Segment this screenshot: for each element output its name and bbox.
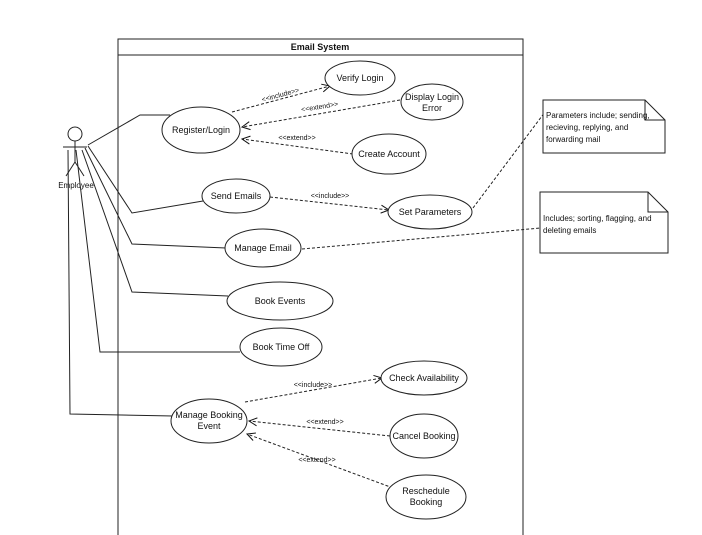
- note-line: recieving, replying, and: [546, 123, 628, 132]
- note-parameters: Parameters include; sending, recieving, …: [542, 99, 666, 154]
- use-case-display-login-error[interactable]: Display Login Error: [400, 83, 464, 121]
- use-case-label-line1: Display Login: [405, 92, 459, 102]
- actor-name: Employee: [58, 181, 94, 190]
- note-link-parameters: [472, 111, 546, 209]
- note-line: Includes; sorting, flagging, and: [543, 214, 652, 223]
- label-extend-create: <<extend>>: [278, 135, 315, 142]
- system-title: Email System: [291, 42, 350, 52]
- label-include-check: <<include>>: [294, 382, 333, 389]
- label-include-params: <<include>>: [311, 193, 350, 200]
- dependencies: [231, 86, 546, 489]
- assoc-manage-booking: [67, 149, 174, 417]
- use-case-label: Register/Login: [172, 125, 230, 135]
- assoc-register-login: [87, 114, 170, 146]
- use-case-label: Manage Email: [234, 243, 292, 253]
- assoc-book-time-off: [75, 149, 240, 353]
- assoc-book-events: [81, 149, 229, 297]
- actor-head: [67, 126, 83, 142]
- use-case-reschedule-booking[interactable]: Reschedule Booking: [385, 474, 467, 520]
- assoc-manage-email: [84, 147, 227, 249]
- use-case-label-line2: Error: [422, 103, 442, 113]
- use-case-register-login[interactable]: Register/Login: [161, 106, 241, 154]
- dep-extend-create-account: [242, 139, 354, 155]
- use-case-cancel-booking[interactable]: Cancel Booking: [389, 413, 459, 459]
- use-case-label: Verify Login: [336, 73, 383, 83]
- use-case-set-parameters[interactable]: Set Parameters: [387, 194, 473, 230]
- dep-extend-reschedule-booking: [247, 434, 394, 489]
- note-line: Parameters include; sending,: [546, 111, 650, 120]
- use-case-label-line1: Reschedule: [402, 486, 450, 496]
- use-case-send-emails[interactable]: Send Emails: [201, 178, 271, 214]
- use-case-verify-login[interactable]: Verify Login: [324, 60, 396, 96]
- use-case-check-availability[interactable]: Check Availability: [380, 360, 468, 396]
- use-case-label: Create Account: [358, 149, 420, 159]
- assoc-send-emails: [87, 145, 204, 214]
- dep-extend-cancel-booking: [249, 421, 391, 437]
- use-case-book-events[interactable]: Book Events: [226, 281, 334, 321]
- dep-extend-display-error: [242, 99, 401, 127]
- use-case-label-line2: Event: [197, 421, 221, 431]
- actor-left-leg: [65, 161, 76, 177]
- use-case-manage-booking-event[interactable]: Manage Booking Event: [170, 398, 248, 444]
- label-extend-reschedule: <<extend>>: [298, 457, 335, 464]
- use-case-label: Check Availability: [389, 373, 459, 383]
- actor-employee[interactable]: Employee: [58, 126, 94, 190]
- associations: [67, 114, 240, 417]
- note-line: deleting emails: [543, 226, 596, 235]
- actor-right-leg: [74, 161, 85, 177]
- use-case-label: Set Parameters: [399, 207, 462, 217]
- use-case-label: Book Time Off: [253, 342, 310, 352]
- use-case-label-line2: Booking: [410, 497, 443, 507]
- use-cases: Verify Login Display Login Error Registe…: [161, 60, 473, 520]
- dep-include-check-availability: [244, 378, 382, 403]
- dep-include-verify-login: [231, 86, 330, 113]
- use-case-manage-email[interactable]: Manage Email: [224, 228, 302, 268]
- label-extend-cancel: <<extend>>: [306, 419, 343, 426]
- use-case-label: Cancel Booking: [392, 431, 455, 441]
- use-case-label: Send Emails: [211, 191, 262, 201]
- use-case-label: Book Events: [255, 296, 306, 306]
- note-line: forwarding mail: [546, 135, 600, 144]
- note-manage-email: Includes; sorting, flagging, and deletin…: [539, 191, 669, 254]
- use-case-book-time-off[interactable]: Book Time Off: [239, 327, 323, 367]
- use-case-label-line1: Manage Booking: [175, 410, 243, 420]
- use-case-create-account[interactable]: Create Account: [351, 133, 427, 175]
